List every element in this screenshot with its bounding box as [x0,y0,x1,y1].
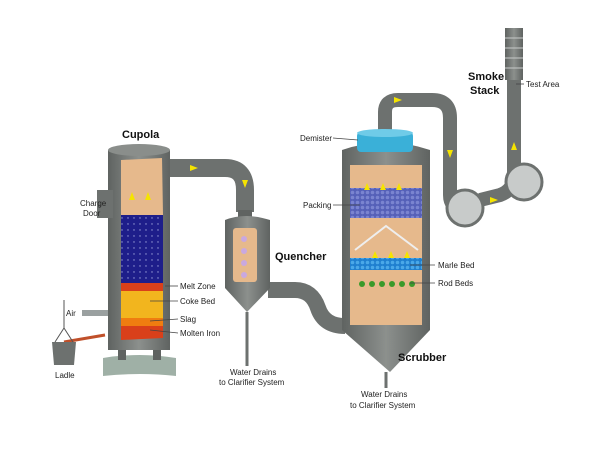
ladle [52,342,76,365]
label-scrubber-drain-1: Water Drains [361,390,407,399]
label-cupola: Cupola [122,129,160,141]
label-charge-door-2: Door [83,209,101,218]
charge-door [97,190,113,218]
cupola [52,144,170,365]
duct-cupola-to-quencher [160,159,254,212]
flow-arrows [190,97,517,203]
label-charge-door-1: Charge [80,199,107,208]
packing-layer [350,188,422,218]
demister [357,132,413,152]
duct-quencher-to-scrubber [268,282,346,334]
label-ladle: Ladle [55,371,75,380]
label-coke-bed: Coke Bed [180,297,215,306]
label-demister: Demister [300,134,332,143]
air-inlet [82,310,108,316]
quencher [225,210,270,366]
label-marle-bed: Marle Bed [438,261,474,270]
scrubber [342,129,430,388]
label-scrubber-drain-2: to Clarifier System [350,401,416,410]
label-molten-iron: Molten Iron [180,329,220,338]
label-rod-beds: Rod Beds [438,279,473,288]
label-melt-zone: Melt Zone [180,282,216,291]
label-air: Air [66,309,76,318]
label-slag: Slag [180,315,196,324]
label-quencher-drain-1: Water Drains [230,368,276,377]
rod-beds-layer [359,281,415,287]
label-packing: Packing [303,201,331,210]
foundation [103,355,176,376]
label-test-area: Test Area [526,80,560,89]
marle-bed-layer [350,258,422,270]
label-quencher-drain-2: to Clarifier System [219,378,285,387]
label-stack: Stack [470,85,500,97]
label-smoke: Smoke [468,71,504,83]
label-scrubber: Scrubber [398,352,447,364]
smoke-stack [505,28,523,80]
label-quencher: Quencher [275,251,327,263]
fans [445,162,544,228]
